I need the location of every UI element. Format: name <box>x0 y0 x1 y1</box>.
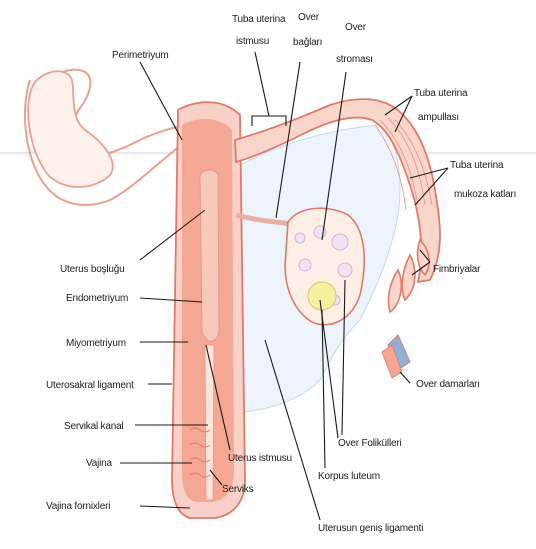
label-ovarian-vessels: Over damarları <box>416 379 480 390</box>
left-ovary <box>28 71 113 187</box>
label-cervix: Serviks <box>222 484 254 495</box>
label-cervical-canal: Servikal kanal <box>64 421 123 432</box>
label-uterine-cavity: Uterus boşluğu <box>60 264 124 275</box>
label-ovarian-follicles: Over Folikülleri <box>338 438 401 449</box>
label-corpus-luteum: Korpus luteum <box>318 471 380 482</box>
ovarian-vessels-shape <box>382 335 410 378</box>
label-fimbriae: Fimbriyalar <box>433 264 481 275</box>
label-mucosa: Tuba uterina mukoza katları <box>450 160 516 200</box>
label-ovary-stroma-line1: Over <box>345 22 367 33</box>
label-tuba-isthmus-line2: istmusu <box>236 36 269 47</box>
label-tuba-isthmus-line1: Tuba uterina <box>232 14 286 25</box>
label-perimetrium: Perimetriyum <box>112 50 169 61</box>
label-broad-ligament: Uterusun geniş ligamenti <box>318 523 423 534</box>
label-tuba-isthmus: Tuba uterina istmusu <box>232 14 288 47</box>
label-ampulla: Tuba uterina ampullası <box>414 88 470 123</box>
label-mucosa-line1: Tuba uterina <box>450 160 504 171</box>
label-ovary-stroma-line2: stroması <box>336 54 373 65</box>
label-ovary-stroma: Over stroması <box>336 22 373 65</box>
label-mucosa-line2: mukoza katları <box>454 189 516 200</box>
label-ampulla-line1: Tuba uterina <box>414 88 468 99</box>
label-myometrium: Miyometriyum <box>66 338 126 349</box>
label-ovary-ligament-line2: bağları <box>293 37 322 48</box>
label-endometrium: Endometriyum <box>66 293 128 304</box>
corpus-luteum-shape <box>308 282 336 310</box>
label-vagina: Vajina <box>86 458 112 469</box>
label-ovary-ligament-line1: Over <box>298 12 320 23</box>
label-ovary-ligament: Over bağları <box>293 12 322 48</box>
label-uterosacral: Uterosakral ligament <box>46 380 134 391</box>
label-uterine-isthmus: Uterus istmusu <box>228 453 292 464</box>
uterine-cavity <box>200 170 219 342</box>
label-vaginal-fornix: Vajina fornixleri <box>46 501 110 512</box>
label-ampulla-line2: ampullası <box>418 112 459 123</box>
